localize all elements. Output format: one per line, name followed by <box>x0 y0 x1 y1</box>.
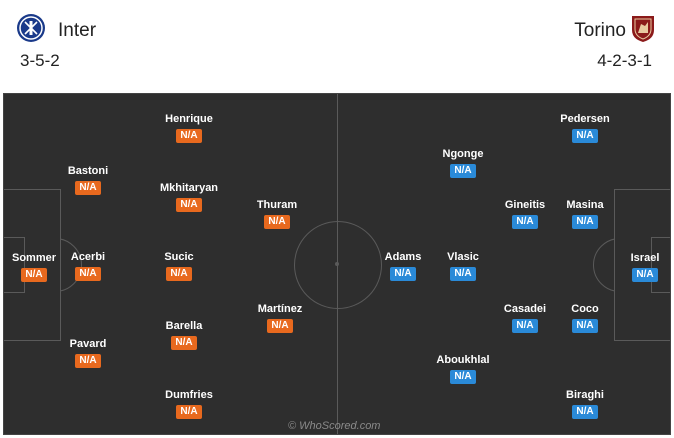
player-name: Adams <box>384 251 422 263</box>
player-name: Vlasic <box>447 251 479 263</box>
player-name: Pavard <box>69 338 107 350</box>
player-name: Mkhitaryan <box>159 182 219 194</box>
player-name: Coco <box>571 303 599 315</box>
home-team-name: Inter <box>58 20 97 41</box>
player-name: Martínez <box>257 303 303 315</box>
player-rating-badge: N/A <box>171 336 197 350</box>
home-formation: 3-5-2 <box>20 51 60 70</box>
left-goal-box <box>4 237 25 293</box>
player-rating-badge: N/A <box>450 267 476 281</box>
player-name: Barella <box>165 320 203 332</box>
player-rating-badge: N/A <box>450 370 476 384</box>
torino-crest-icon <box>632 16 654 42</box>
player-rating-badge: N/A <box>572 319 598 333</box>
match-header: Inter 3-5-2 Torino 4-2-3-1 <box>0 0 674 86</box>
inter-crest-icon <box>17 14 45 42</box>
player-name: Ngonge <box>442 148 484 160</box>
player-name: Thuram <box>256 199 298 211</box>
player-rating-badge: N/A <box>176 129 202 143</box>
player-rating-badge: N/A <box>75 267 101 281</box>
player-name: Israel <box>630 252 660 264</box>
player-name: Sommer <box>11 252 57 264</box>
player-name: Gineitis <box>504 199 546 211</box>
player-rating-badge: N/A <box>75 181 101 195</box>
player-name: Acerbi <box>70 251 106 263</box>
right-goal-box <box>651 237 670 293</box>
player-name: Pedersen <box>560 113 610 125</box>
player-name: Aboukhlal <box>436 354 490 366</box>
player-name: Henrique <box>165 113 213 125</box>
player-rating-badge: N/A <box>572 215 598 229</box>
player-rating-badge: N/A <box>21 268 47 282</box>
away-formation: 4-2-3-1 <box>597 51 652 70</box>
player-name: Casadei <box>503 303 547 315</box>
player-rating-badge: N/A <box>176 405 202 419</box>
player-rating-badge: N/A <box>512 215 538 229</box>
player-rating-badge: N/A <box>512 319 538 333</box>
player-name: Sucic <box>164 251 194 263</box>
away-team-name: Torino <box>574 20 626 41</box>
player-rating-badge: N/A <box>632 268 658 282</box>
player-name: Dumfries <box>165 389 213 401</box>
watermark: © WhoScored.com <box>288 420 381 432</box>
player-rating-badge: N/A <box>450 164 476 178</box>
player-rating-badge: N/A <box>572 129 598 143</box>
player-name: Bastoni <box>67 165 109 177</box>
player-rating-badge: N/A <box>75 354 101 368</box>
center-circle <box>294 221 382 309</box>
player-name: Masina <box>566 199 604 211</box>
player-rating-badge: N/A <box>264 215 290 229</box>
player-rating-badge: N/A <box>176 198 202 212</box>
player-name: Biraghi <box>566 389 604 401</box>
pitch <box>3 93 671 435</box>
player-rating-badge: N/A <box>267 319 293 333</box>
player-rating-badge: N/A <box>572 405 598 419</box>
player-rating-badge: N/A <box>166 267 192 281</box>
center-spot <box>335 262 339 266</box>
player-rating-badge: N/A <box>390 267 416 281</box>
